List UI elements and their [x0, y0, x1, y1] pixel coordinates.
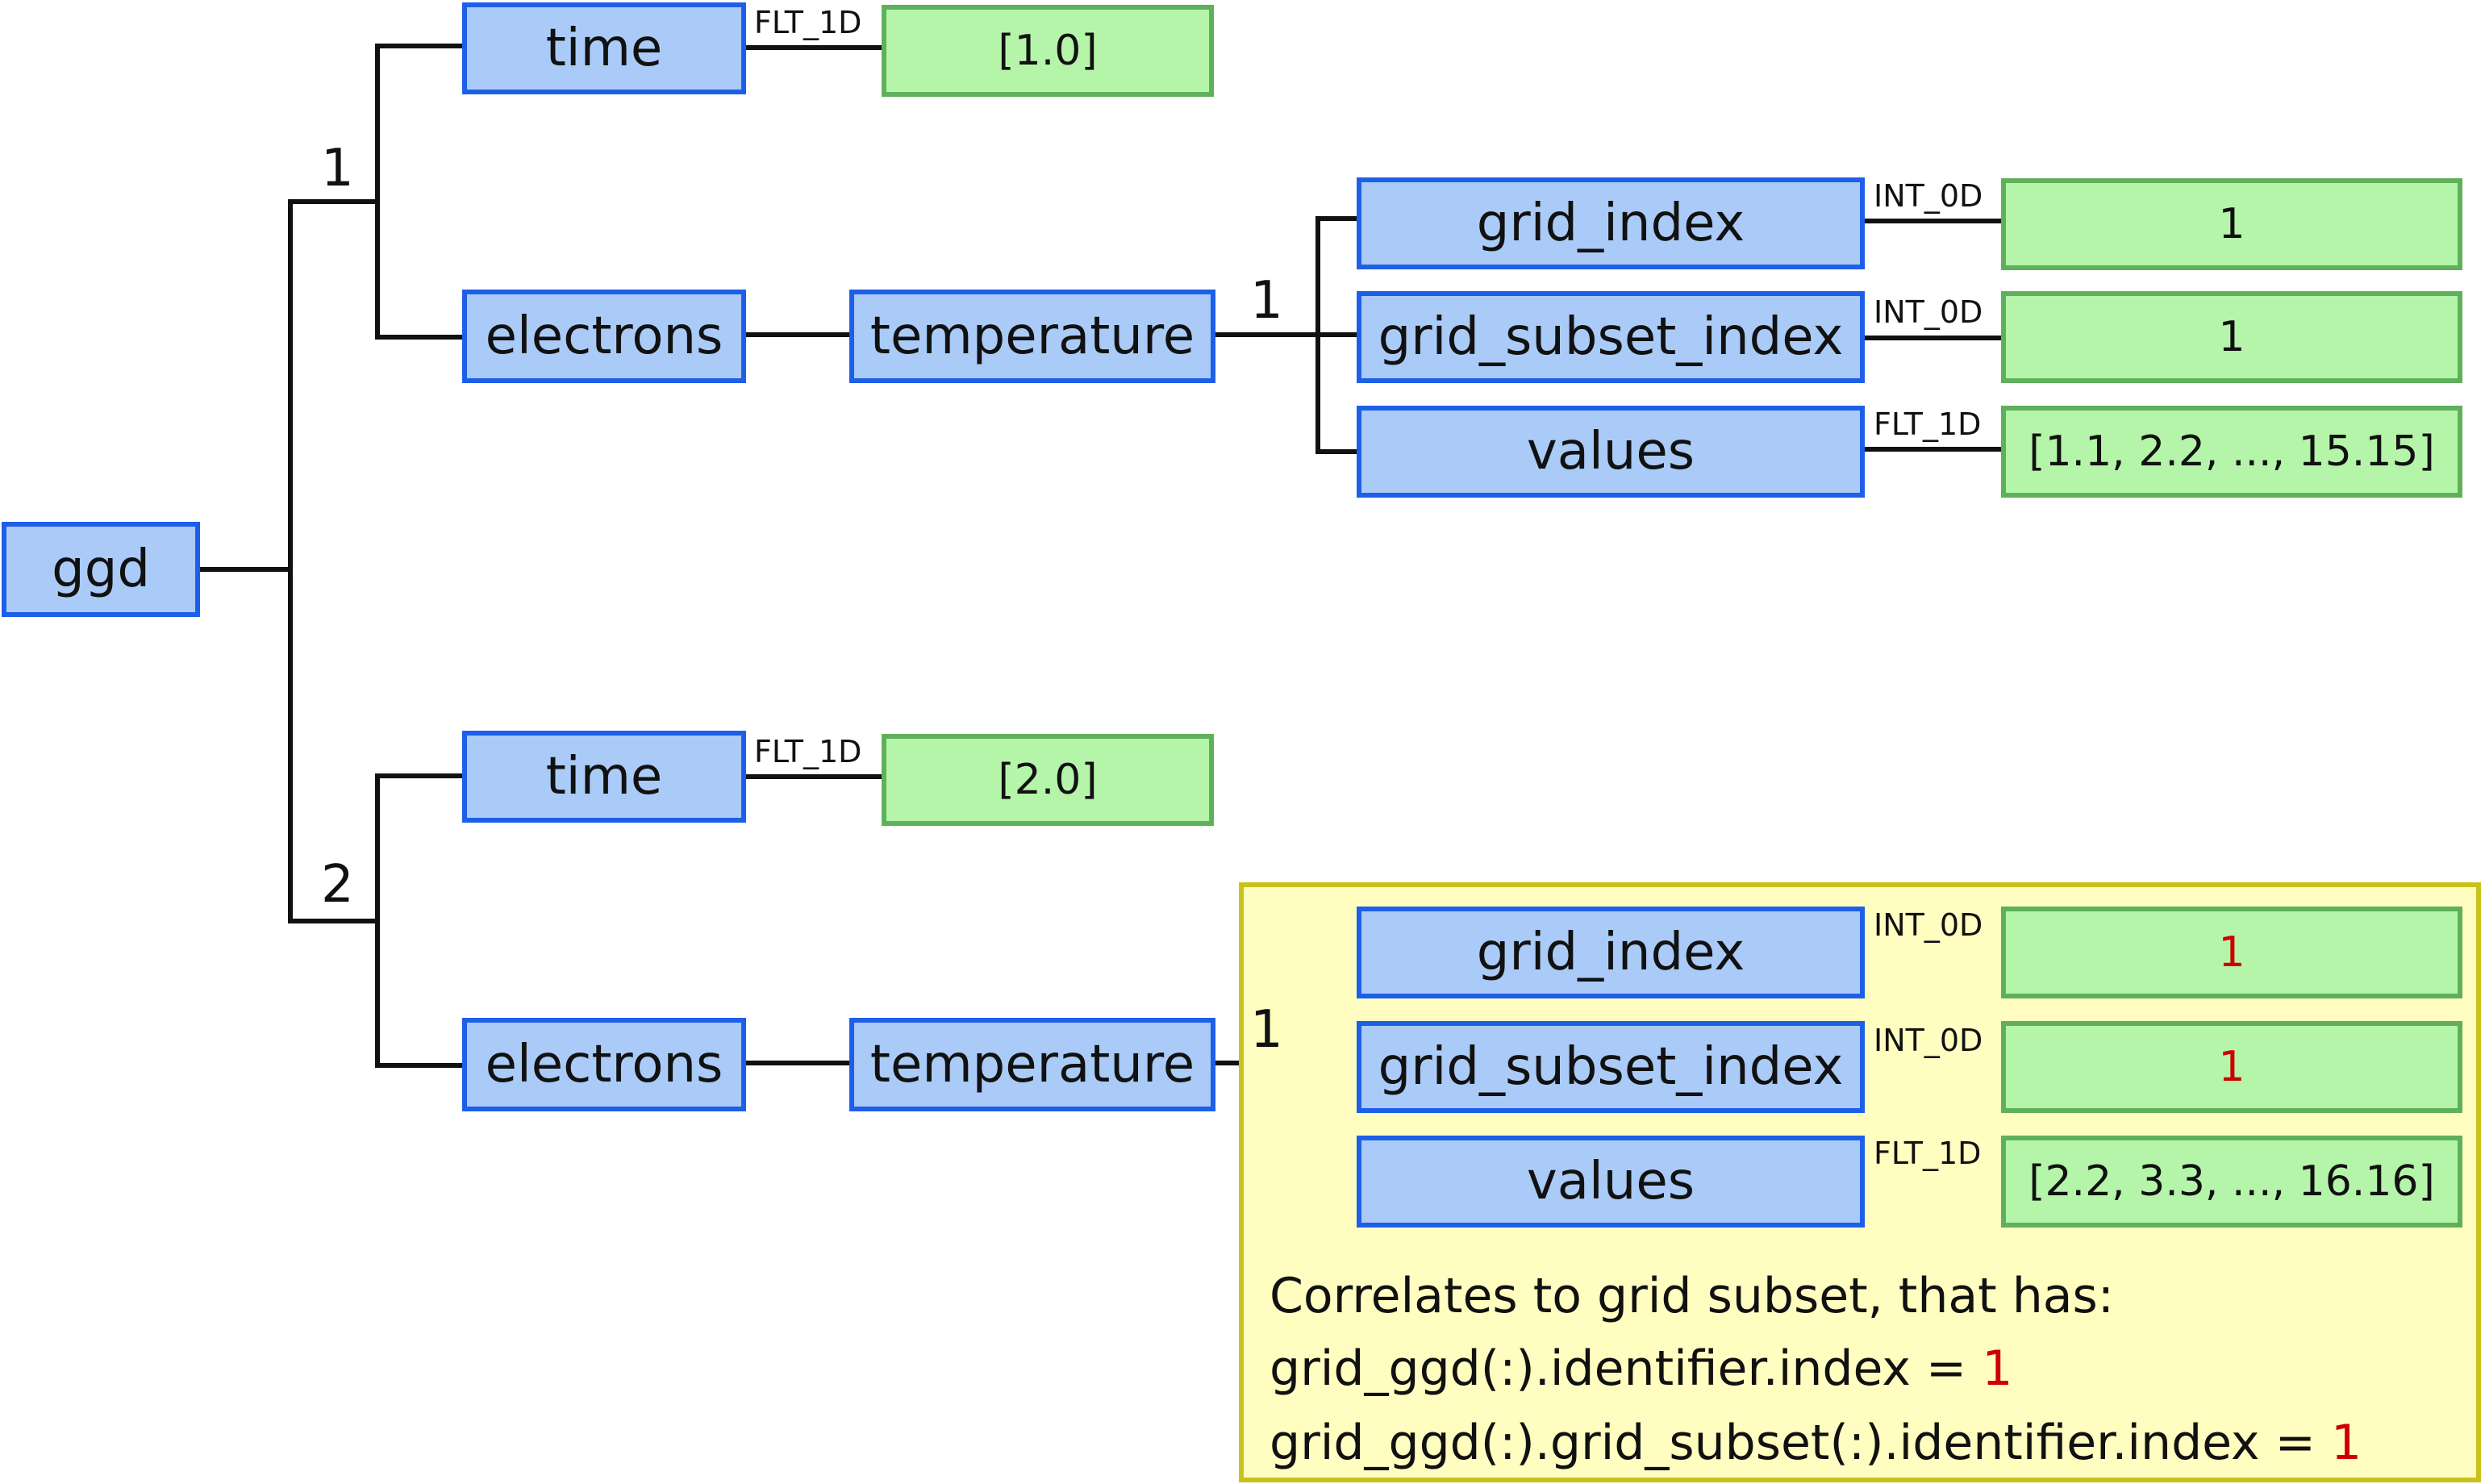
grid-index-2-value-text: 1: [2218, 928, 2245, 977]
grid-index-1-type-label: INT_0D: [1874, 178, 1983, 214]
grid-subset-index-node-1-label: grid_subset_index: [1378, 307, 1844, 367]
note-line-1: Correlates to grid subset, that has:: [1270, 1268, 2114, 1324]
note-line-2-value: 1: [1982, 1340, 2013, 1397]
electrons-node-2-label: electrons: [485, 1035, 723, 1094]
temperature-2-index-label: 1: [1250, 1000, 1283, 1060]
grid-subset-index-2-value: 1: [2001, 1021, 2462, 1113]
ggd-root-node: ggd: [2, 522, 200, 617]
values-1-value-text: [1.1, 2.2, ..., 15.15]: [2028, 427, 2435, 476]
ggd-root-label: ggd: [52, 540, 150, 599]
grid-subset-index-node-2: grid_subset_index: [1357, 1021, 1865, 1113]
values-2-type-label: FLT_1D: [1874, 1136, 1982, 1171]
values-node-1-label: values: [1526, 422, 1695, 481]
grid-subset-index-1-value-text: 1: [2218, 313, 2245, 361]
grid-index-2-value: 1: [2001, 907, 2462, 998]
grid-index-1-value: 1: [2001, 178, 2462, 270]
time-2-value: [2.0]: [882, 734, 1214, 826]
grid-index-node-1: grid_index: [1357, 177, 1865, 269]
grid-subset-index-2-type-label: INT_0D: [1874, 1023, 1983, 1058]
time-2-value-text: [2.0]: [998, 756, 1098, 804]
values-node-2-label: values: [1526, 1152, 1695, 1211]
temperature-node-2: temperature: [849, 1018, 1215, 1111]
grid-subset-index-node-2-label: grid_subset_index: [1378, 1037, 1844, 1097]
temperature-node-1: temperature: [849, 290, 1215, 383]
values-1-type-label: FLT_1D: [1874, 406, 1982, 442]
grid-index-node-1-label: grid_index: [1476, 194, 1745, 253]
timeslice-1-index-label: 1: [321, 139, 354, 198]
values-1-value: [1.1, 2.2, ..., 15.15]: [2001, 406, 2462, 498]
grid-subset-index-1-value: 1: [2001, 291, 2462, 383]
note-line-3-value: 1: [2330, 1415, 2362, 1471]
electrons-node-2: electrons: [462, 1018, 746, 1111]
grid-index-2-type-label: INT_0D: [1874, 907, 1983, 943]
grid-index-node-2: grid_index: [1357, 907, 1865, 998]
values-2-value-text: [2.2, 3.3, ..., 16.16]: [2028, 1157, 2435, 1206]
electrons-node-1: electrons: [462, 290, 746, 383]
temperature-node-1-label: temperature: [869, 306, 1195, 366]
note-line-2: grid_ggd(:).identifier.index = 1: [1270, 1340, 2012, 1397]
time-1-value: [1.0]: [882, 5, 1214, 97]
time-1-value-text: [1.0]: [998, 27, 1098, 75]
temperature-node-2-label: temperature: [869, 1035, 1195, 1094]
values-node-2: values: [1357, 1136, 1865, 1228]
timeslice-2-index-label: 2: [321, 855, 354, 915]
grid-index-1-value-text: 1: [2218, 200, 2245, 248]
values-2-value: [2.2, 3.3, ..., 16.16]: [2001, 1136, 2462, 1228]
note-line-2-text: grid_ggd(:).identifier.index =: [1270, 1340, 1983, 1397]
note-line-3: grid_ggd(:).grid_subset(:).identifier.in…: [1270, 1415, 2362, 1471]
grid-subset-index-1-type-label: INT_0D: [1874, 294, 1983, 330]
grid-subset-index-node-1: grid_subset_index: [1357, 291, 1865, 383]
electrons-node-1-label: electrons: [485, 306, 723, 366]
time-1-type-label: FLT_1D: [754, 5, 862, 40]
values-node-1: values: [1357, 406, 1865, 498]
time-node-2-label: time: [545, 747, 663, 807]
time-2-type-label: FLT_1D: [754, 734, 862, 769]
time-node-1-label: time: [545, 19, 663, 78]
grid-index-node-2-label: grid_index: [1476, 923, 1745, 982]
time-node-1: time: [462, 2, 746, 94]
temperature-1-index-label: 1: [1250, 271, 1283, 331]
grid-subset-index-2-value-text: 1: [2218, 1043, 2245, 1091]
note-line-3-text: grid_ggd(:).grid_subset(:).identifier.in…: [1270, 1415, 2331, 1471]
time-node-2: time: [462, 731, 746, 823]
